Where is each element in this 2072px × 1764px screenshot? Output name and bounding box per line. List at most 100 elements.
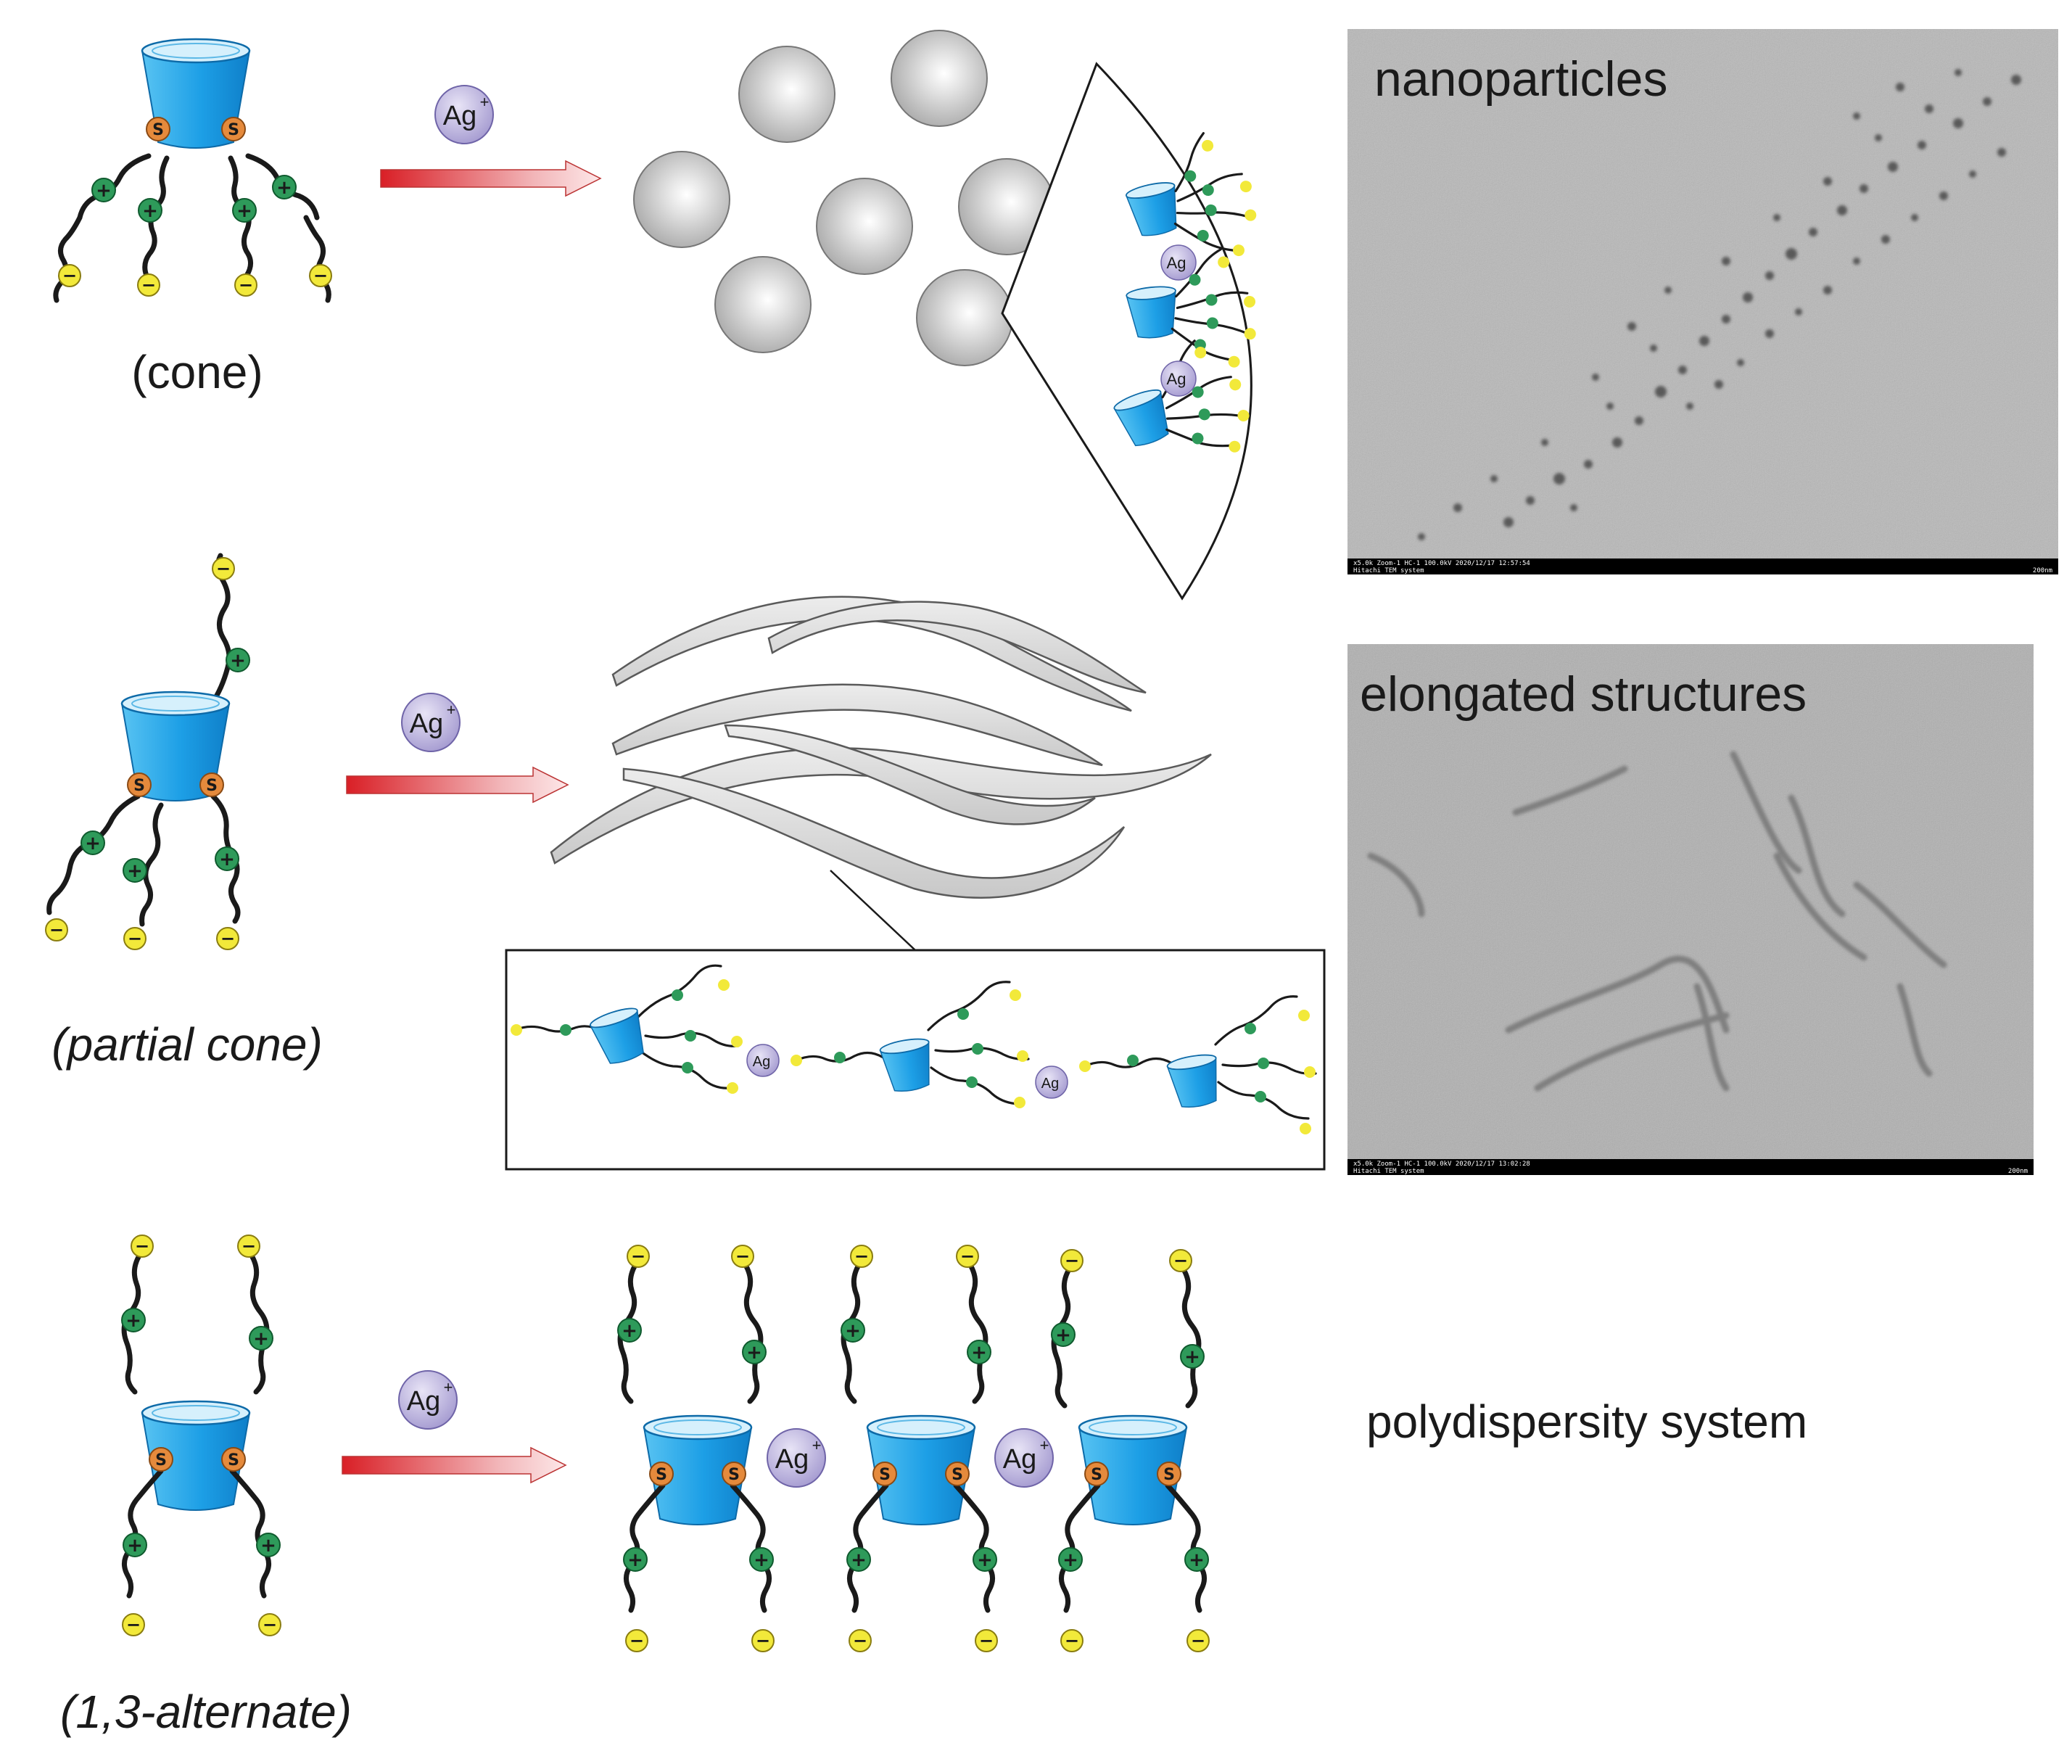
- svg-text:+: +: [480, 93, 490, 111]
- svg-text:+: +: [253, 1328, 269, 1350]
- svg-text:S: S: [656, 1466, 667, 1484]
- reaction-arrow: [380, 160, 602, 197]
- silver-ion-reagent: Ag +: [401, 693, 461, 752]
- svg-text:−: −: [630, 1631, 644, 1651]
- nanoparticle-zoom-inset: Ag Ag: [1001, 62, 1257, 601]
- svg-text:+: +: [627, 1549, 643, 1571]
- svg-text:−: −: [1173, 1250, 1188, 1271]
- anion-group: − − − −: [58, 264, 332, 297]
- svg-text:+: +: [977, 1549, 993, 1571]
- partial-cone-molecule: S S + + + + − − − −: [45, 553, 250, 950]
- svg-text:+: +: [219, 849, 235, 870]
- svg-text:Hitachi TEM system: Hitachi TEM system: [1353, 1168, 1424, 1175]
- svg-text:+: +: [845, 1320, 861, 1342]
- svg-text:200nm: 200nm: [2033, 567, 2052, 574]
- svg-text:S: S: [952, 1466, 963, 1484]
- svg-text:−: −: [239, 275, 253, 295]
- svg-text:+: +: [85, 833, 101, 854]
- svg-text:+: +: [812, 1436, 822, 1454]
- svg-text:Ag: Ag: [1167, 370, 1186, 388]
- svg-text:+: +: [96, 180, 112, 202]
- svg-text:+: +: [260, 1535, 276, 1557]
- svg-text:−: −: [756, 1631, 770, 1651]
- cation-group: + + + +: [91, 175, 297, 223]
- svg-text:S: S: [206, 777, 218, 795]
- svg-text:Ag: Ag: [1167, 254, 1186, 272]
- svg-text:Hitachi TEM system: Hitachi TEM system: [1353, 567, 1424, 574]
- svg-text:+: +: [447, 701, 456, 719]
- conformer-label-alternate: (1,3-alternate): [60, 1686, 352, 1738]
- svg-text:+: +: [971, 1342, 987, 1364]
- svg-text:+: +: [236, 200, 252, 222]
- svg-text:+: +: [127, 1535, 143, 1557]
- svg-text:−: −: [313, 265, 328, 286]
- alternate-assembly: S S + + + + − − − − Ag + S S + + + + − −…: [617, 1245, 1210, 1652]
- svg-text:Ag: Ag: [407, 1386, 440, 1417]
- svg-text:S: S: [155, 1451, 167, 1470]
- svg-text:+: +: [1055, 1324, 1071, 1346]
- result-label-polydispersity: polydispersity system: [1366, 1396, 1807, 1448]
- svg-text:+: +: [1184, 1346, 1200, 1368]
- svg-text:−: −: [1065, 1631, 1079, 1651]
- svg-text:−: −: [135, 1236, 149, 1256]
- svg-text:−: −: [126, 1615, 141, 1635]
- tem-micrograph-nanoparticles: x5.0k Zoom-1 HC-1 100.0kV 2020/12/17 12:…: [1347, 29, 2058, 574]
- reaction-arrow: [346, 766, 569, 804]
- svg-text:S: S: [133, 777, 145, 795]
- reaction-arrow: [342, 1446, 567, 1484]
- conformer-label-cone: (cone): [131, 346, 263, 398]
- svg-text:200nm: 200nm: [2008, 1168, 2028, 1175]
- tem-micrograph-elongated: x5.0k Zoom-1 HC-1 100.0kV 2020/12/17 13:…: [1347, 644, 2034, 1175]
- svg-text:Ag: Ag: [1003, 1444, 1036, 1475]
- sulfur-label: S: [228, 121, 239, 139]
- svg-text:Ag: Ag: [1041, 1076, 1059, 1092]
- elongated-fibers: [550, 595, 1212, 899]
- svg-text:−: −: [960, 1246, 975, 1266]
- sulfur-label: S: [152, 121, 164, 139]
- conformer-label-partial-cone: (partial cone): [51, 1018, 323, 1071]
- silver-ion-reagent: Ag +: [434, 85, 494, 144]
- svg-text:−: −: [62, 265, 77, 286]
- svg-text:−: −: [1065, 1250, 1079, 1271]
- svg-text:−: −: [216, 559, 231, 579]
- result-label-nanoparticles: nanoparticles: [1374, 51, 1667, 107]
- svg-text:+: +: [622, 1320, 637, 1342]
- svg-text:−: −: [854, 1246, 869, 1266]
- svg-text:−: −: [49, 920, 64, 940]
- svg-text:+: +: [230, 650, 246, 672]
- svg-text:−: −: [979, 1631, 994, 1651]
- svg-text:−: −: [263, 1615, 277, 1635]
- svg-text:S: S: [728, 1466, 740, 1484]
- svg-text:S: S: [879, 1466, 891, 1484]
- svg-text:x5.0k Zoom-1 HC-1 100.0kV 2020: x5.0k Zoom-1 HC-1 100.0kV 2020/12/17 12:…: [1353, 560, 1530, 567]
- svg-text:−: −: [141, 275, 156, 295]
- alternate-molecule: S S + + + + − − − −: [121, 1235, 281, 1636]
- svg-text:+: +: [276, 177, 292, 199]
- svg-text:−: −: [853, 1631, 867, 1651]
- svg-text:+: +: [1189, 1549, 1205, 1571]
- svg-text:S: S: [1091, 1466, 1102, 1484]
- svg-text:Ag: Ag: [443, 101, 476, 131]
- silver-ion-reagent: Ag +: [398, 1370, 458, 1430]
- svg-text:S: S: [1163, 1466, 1175, 1484]
- result-label-elongated-structures: elongated structures: [1360, 667, 1807, 722]
- svg-text:+: +: [444, 1378, 453, 1396]
- svg-text:−: −: [242, 1236, 256, 1256]
- svg-text:−: −: [128, 928, 142, 949]
- svg-text:−: −: [735, 1246, 750, 1266]
- svg-text:+: +: [851, 1549, 867, 1571]
- svg-text:−: −: [631, 1246, 645, 1266]
- nanoparticle-spheres: [633, 30, 1055, 366]
- svg-text:−: −: [1191, 1631, 1205, 1651]
- svg-text:−: −: [220, 928, 235, 949]
- svg-text:+: +: [142, 200, 158, 222]
- svg-text:Ag: Ag: [410, 709, 443, 739]
- svg-text:+: +: [1062, 1549, 1078, 1571]
- svg-text:+: +: [127, 860, 143, 882]
- svg-text:+: +: [125, 1310, 141, 1332]
- svg-text:Ag: Ag: [775, 1444, 809, 1475]
- svg-text:+: +: [746, 1342, 762, 1364]
- svg-text:Ag: Ag: [753, 1054, 770, 1070]
- cone-molecule: S S + + + + − − − −: [53, 38, 332, 303]
- svg-text:+: +: [1040, 1436, 1049, 1454]
